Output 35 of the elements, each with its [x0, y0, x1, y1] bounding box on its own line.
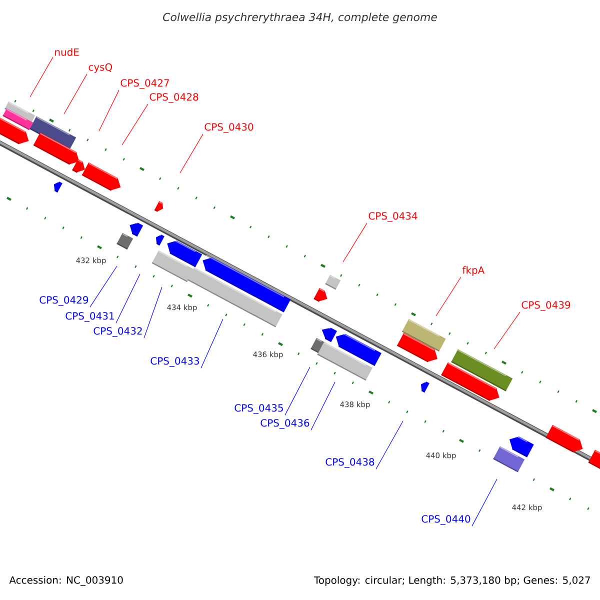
title: Colwellia psychrerythraea 34H, complete genome [163, 12, 437, 24]
gene-label: CPS_0429 [40, 296, 88, 306]
leader-line [284, 366, 310, 416]
leader-line [144, 286, 162, 338]
footer-text: Topology: circular; Length: 5,373,180 bp; Genes: 5,027 [314, 576, 590, 586]
leader-line [436, 276, 462, 316]
leader-line [200, 318, 224, 368]
gene-label: CPS_0433 [150, 357, 199, 367]
leader-line [472, 478, 498, 526]
gene-label: CPS_0428 [150, 93, 198, 103]
leader-line [30, 56, 54, 98]
leader-line [98, 90, 120, 132]
leader-line [342, 222, 368, 262]
leader-line [180, 134, 204, 174]
leader-line [122, 104, 148, 146]
gene-label: CPS_0440 [422, 515, 470, 525]
leader-line [64, 74, 88, 114]
footer-text: Accession: NC_003910 [9, 576, 123, 586]
leader-line [376, 420, 404, 470]
gene-label: CPS_0436 [260, 419, 310, 429]
gene-label: cysQ [88, 63, 112, 73]
gene-label: fkpA [462, 266, 485, 276]
gene-label: CPS_0430 [204, 123, 254, 133]
gene-label: nudE [55, 48, 79, 56]
leader-line [90, 266, 118, 308]
gene-label: CPS_0438 [326, 458, 374, 468]
gene-label: CPS_0439 [522, 301, 570, 311]
gene-label: CPS_0434 [368, 212, 418, 222]
gene-label: CPS_0427 [120, 79, 169, 89]
gene-label: CPS_0432 [94, 327, 142, 337]
gene-label: CPS_0431 [66, 312, 114, 322]
leader-line [310, 382, 336, 430]
gene-label: CPS_0435 [234, 404, 283, 414]
leader-line [494, 312, 520, 350]
leader-line [116, 274, 140, 324]
